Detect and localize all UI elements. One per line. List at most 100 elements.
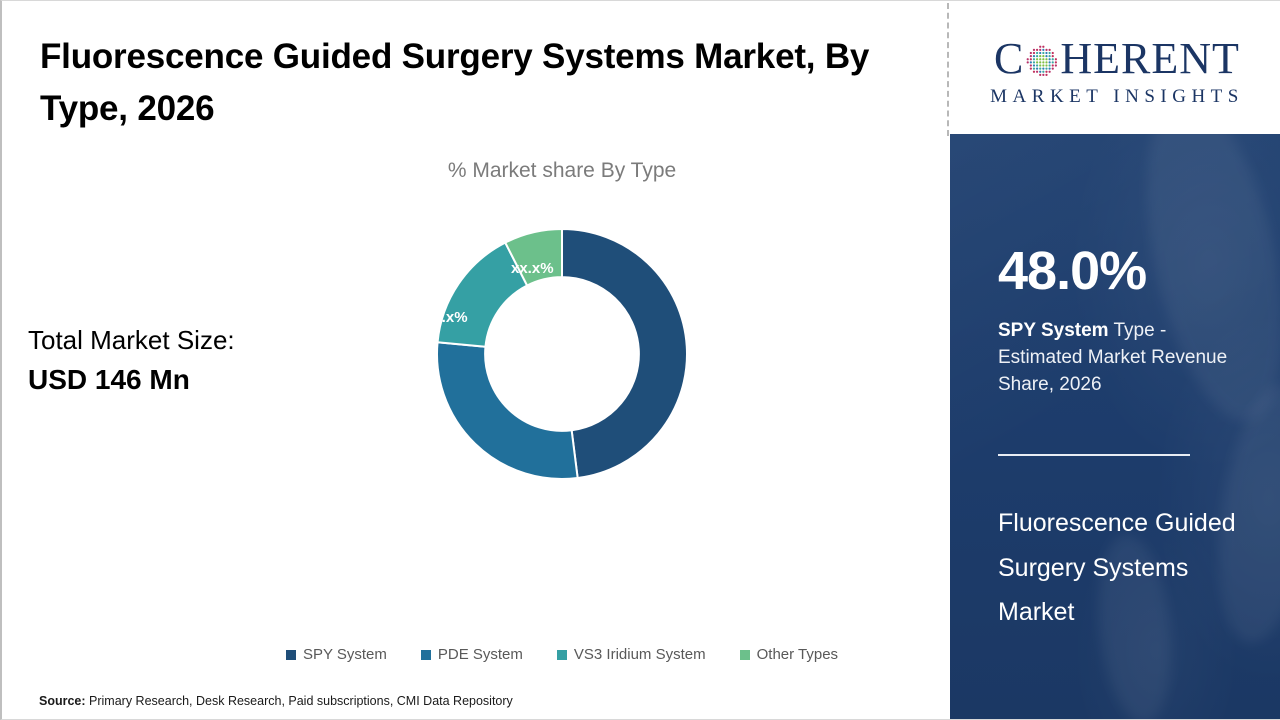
panel-market-name: Fluorescence Guided Surgery Systems Mark… — [998, 509, 1236, 626]
globe-dot — [1045, 57, 1049, 60]
headline-percentage: 48.0% — [998, 241, 1147, 301]
logo-letter-c: C — [994, 33, 1025, 83]
page-title: Fluorescence Guided Surgery Systems Mark… — [40, 37, 870, 128]
globe-dot — [1045, 66, 1049, 70]
headline-caption-rest: Type - Estimated Market Revenue Share, 2… — [998, 320, 1228, 395]
legend-item[interactable]: PDE System — [420, 646, 523, 663]
source-text: Primary Research, Desk Research, Paid su… — [89, 694, 513, 708]
globe-dot — [1042, 70, 1045, 73]
donut-slice — [561, 229, 687, 479]
globe-dot — [1039, 54, 1042, 57]
globe-dot — [1042, 60, 1045, 63]
globe-dot — [1036, 70, 1039, 73]
legend-swatch-icon — [556, 649, 567, 660]
globe-dot — [1042, 48, 1045, 51]
globe-dot — [1045, 54, 1049, 57]
globe-dot — [1052, 63, 1055, 67]
globe-dot — [1042, 66, 1045, 70]
globe-dot — [1027, 60, 1030, 63]
globe-dot — [1055, 60, 1058, 63]
legend-item[interactable]: SPY System — [285, 646, 387, 663]
donut-slice — [437, 341, 579, 479]
donut-chart-svg — [437, 229, 687, 479]
globe-dot — [1036, 60, 1039, 63]
globe-dot — [1052, 51, 1055, 54]
globe-dot — [1052, 60, 1055, 63]
source-label: Source: — [39, 694, 86, 708]
total-market-size-value: USD 146 Mn — [28, 364, 190, 395]
globe-dot — [1042, 63, 1045, 67]
vertical-dashed-divider — [947, 3, 949, 136]
panel-divider-rule — [998, 454, 1190, 456]
globe-dot — [1052, 54, 1055, 57]
headline-caption: SPY System Type - Estimated Market Reven… — [998, 318, 1228, 399]
globe-dot — [1030, 63, 1033, 67]
total-market-size-block: Total Market Size: USD 146 Mn — [28, 321, 328, 401]
globe-dot — [1048, 51, 1052, 54]
globe-dot — [1036, 63, 1039, 67]
legend-label: Other Types — [756, 646, 839, 663]
legend-label: SPY System — [302, 646, 387, 663]
logo-wordmark: C HERENT — [994, 33, 1240, 83]
globe-dot — [1030, 66, 1033, 70]
globe-dot — [1045, 48, 1049, 51]
globe-dot — [1039, 63, 1042, 67]
logo-word-herent: HERENT — [1060, 33, 1240, 83]
donut-chart: 48.0% xx.x% xx.x% xx.x% — [425, 229, 730, 529]
globe-dot — [1030, 51, 1033, 54]
globe-dot — [1033, 48, 1036, 51]
globe-dot — [1033, 70, 1036, 73]
globe-dot — [1045, 51, 1049, 54]
globe-dot — [1055, 63, 1058, 67]
legend-item[interactable]: VS3 Iridium System — [556, 646, 706, 663]
globe-dot — [1039, 48, 1042, 51]
legend-swatch-icon — [285, 649, 296, 660]
globe-dot — [1048, 70, 1052, 73]
highlight-panel-content: 48.0% SPY System Type - Estimated Market… — [998, 134, 1280, 719]
globe-dot — [1030, 60, 1033, 63]
globe-dot — [1036, 66, 1039, 70]
globe-dot — [1030, 57, 1033, 60]
slice-label-spy-system: 48.0% — [687, 400, 730, 417]
chart-legend: SPY System PDE System VS3 Iridium System Ot… — [222, 646, 902, 663]
globe-dot — [1036, 51, 1039, 54]
globe-dot — [1036, 48, 1039, 51]
globe-dot — [1033, 66, 1036, 70]
legend-swatch-icon — [420, 649, 431, 660]
globe-dot — [1039, 51, 1042, 54]
globe-dot — [1048, 63, 1052, 67]
logo-subtitle: MARKET INSIGHTS — [990, 85, 1244, 107]
highlight-panel: 48.0% SPY System Type - Estimated Market… — [950, 134, 1280, 719]
globe-dot — [1030, 54, 1033, 57]
chart-subtitle: % Market share By Type — [447, 159, 677, 182]
globe-dot — [1052, 57, 1055, 60]
globe-dot — [1033, 51, 1036, 54]
globe-dot — [1036, 54, 1039, 57]
globe-dot — [1048, 54, 1052, 57]
globe-dot — [1039, 60, 1042, 63]
headline-caption-bold: SPY System — [998, 320, 1109, 341]
globe-dot — [1033, 54, 1036, 57]
globe-dot — [1055, 57, 1058, 60]
globe-dot — [1042, 73, 1045, 76]
slice-label-pde-system: xx.x% — [426, 512, 469, 529]
globe-dot — [1039, 66, 1042, 70]
globe-dot — [1042, 54, 1045, 57]
globe-dot — [1045, 70, 1049, 73]
brand-logo: C HERENT MARKET INSIGHTS — [957, 13, 1277, 131]
globe-dot — [1045, 73, 1049, 76]
globe-dot — [1039, 45, 1042, 48]
legend-item[interactable]: Other Types — [739, 646, 839, 663]
globe-dot — [1027, 57, 1030, 60]
legend-label: VS3 Iridium System — [573, 646, 706, 663]
globe-dot — [1039, 57, 1042, 60]
globe-dot — [1052, 66, 1055, 70]
total-market-size-label: Total Market Size: — [28, 325, 235, 355]
globe-dot — [1039, 73, 1042, 76]
globe-dot — [1039, 70, 1042, 73]
globe-dot — [1033, 60, 1036, 63]
globe-dot — [1042, 57, 1045, 60]
globe-dot — [1036, 57, 1039, 60]
globe-dot — [1033, 57, 1036, 60]
